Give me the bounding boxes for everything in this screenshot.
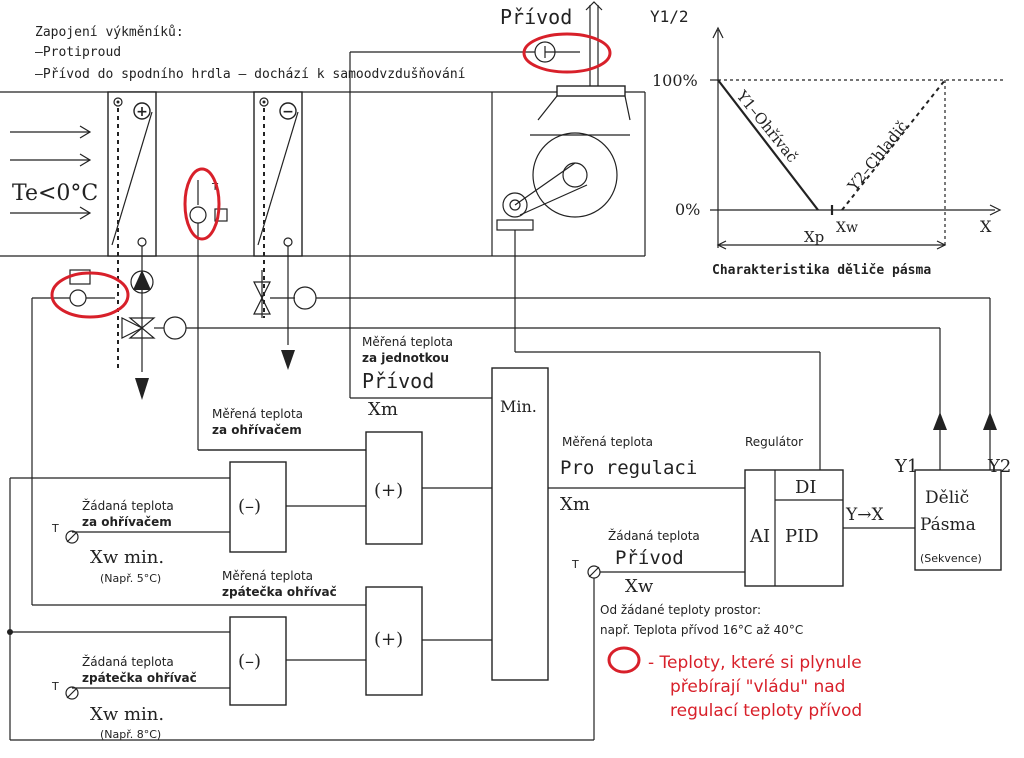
divider-y1: Y1 (894, 456, 918, 477)
supply-exhaust-arrow (585, 1, 603, 86)
min-block (491, 367, 549, 681)
header-line-2: –Přívod do spodního hrdla – dochází k sa… (35, 67, 465, 82)
label-xw-supply: Xw (625, 576, 654, 597)
chart-series-y1-label: Y1–Ohřívač (732, 86, 801, 165)
supply-duct-label: Přívod (500, 5, 572, 29)
chart-y-axis-label: Y1/2 (650, 7, 689, 26)
divider-output-lines (933, 298, 997, 470)
label-xm-lower: Xm (560, 494, 590, 515)
svg-text:T: T (211, 182, 219, 193)
cooler-coil: − (253, 91, 303, 318)
setpoint-knob-heater (65, 530, 79, 544)
series-y2-cooler (841, 79, 946, 211)
divider-characteristic-chart (710, 26, 1005, 250)
red-highlight-supply-sensor (522, 32, 612, 74)
label-measured-after-heater-2: za ohřívačem (212, 423, 302, 437)
divider-line-3: (Sekvence) (920, 552, 982, 565)
supply-temp-sensor (349, 41, 580, 399)
regulator-label: Regulátor (745, 435, 803, 449)
note-line-2: např. Teplota přívod 16°C až 40°C (600, 623, 803, 637)
divider-line-2: Pásma (920, 515, 976, 535)
red-highlight-return-sensor (50, 271, 130, 319)
label-xw-min-1: Xw min. (90, 547, 164, 568)
label-measured-after-unit-1: Měřená teplota (362, 335, 453, 349)
regulator-pid: PID (785, 526, 819, 547)
label-example-2: (Např. 8°C) (100, 728, 161, 741)
signal-y-x: Y→X (845, 505, 884, 525)
minus-block-lower-label: (–) (238, 651, 261, 672)
chart-tick-0: 0% (675, 200, 700, 219)
label-measured-return-1: Měřená teplota (222, 569, 313, 583)
header-title: Zapojení výkměníků: (35, 25, 184, 40)
svg-text:+: + (136, 104, 148, 120)
chart-xw-label: Xw (836, 220, 858, 236)
label-example-1: (Např. 5°C) (100, 572, 161, 585)
label-setpoint-heater-2: za ohřívačem (82, 515, 172, 529)
label-supply-text: Přívod (362, 369, 434, 393)
t-marker-1: T (51, 522, 59, 535)
legend-line-2: přebírají "vládu" nad (670, 677, 845, 697)
label-measured-after-unit-2: za jednotkou (362, 351, 449, 365)
chart-series-y2-label: Y2–Chladič (843, 117, 911, 195)
regulator-ai: AI (749, 526, 770, 547)
label-setpoint-return-1: Žádaná teplota (82, 654, 174, 669)
plus-block-lower-label: (+) (374, 629, 403, 650)
t-marker-3: T (571, 558, 579, 571)
minus-block-lower (229, 616, 287, 706)
plus-block-upper-label: (+) (374, 480, 403, 501)
label-xm-upper: Xm (368, 399, 398, 420)
label-setpoint-return-2: zpátečka ohřívač (82, 671, 197, 685)
setpoint-knob-return (65, 686, 79, 700)
legend-red-circle (607, 646, 641, 674)
chart-xp-label: Xp (804, 228, 824, 246)
label-setpoint-supply-1: Žádaná teplota (608, 528, 700, 543)
wires-upper-group (9, 449, 492, 740)
label-setpoint-heater-1: Žádaná teplota (82, 498, 174, 513)
chart-tick-100: 100% (652, 71, 698, 90)
label-xw-min-2: Xw min. (90, 704, 164, 725)
label-measured-after-heater-1: Měřená teplota (212, 407, 303, 421)
minus-block-upper-label: (–) (238, 496, 261, 517)
divider-y2: Y2 (987, 456, 1011, 477)
heater-valve-assembly (121, 246, 940, 400)
t-marker-2: T (51, 680, 59, 693)
label-setpoint-supply-2: Přívod (615, 547, 684, 569)
label-measured-reg-1: Měřená teplota (562, 435, 653, 449)
divider-line-1: Dělič (925, 488, 969, 508)
label-measured-return-2: zpátečka ohřívač (222, 585, 337, 599)
supply-fan (496, 85, 631, 231)
heater-coil: + (107, 91, 157, 370)
note-line-1: Od žádané teploty prostor: (600, 603, 761, 617)
chart-x-axis-label: X (980, 217, 992, 236)
wires-lower-group (7, 629, 594, 741)
return-temp-sensor (31, 269, 366, 606)
band-divider-block (914, 469, 1002, 571)
series-y1-heater (717, 79, 819, 211)
plus-block-lower (365, 586, 423, 696)
legend-line-1: - Teploty, které si plynule (648, 653, 862, 673)
svg-text:−: − (282, 104, 294, 120)
outside-temp-label: Te<0°C (12, 181, 98, 206)
label-measured-reg-2: Pro regulaci (560, 457, 697, 479)
cooler-valve-assembly (253, 246, 990, 370)
legend-line-3: regulací teploty přívod (670, 701, 862, 721)
fan-to-regulator-wire (514, 230, 821, 470)
red-highlight-heater-sensor (183, 167, 221, 241)
minus-block-upper (229, 461, 287, 553)
regulator-di: DI (795, 477, 817, 498)
regulator-block (744, 469, 844, 587)
min-block-label: Min. (500, 397, 537, 416)
chart-title: Charakteristika děliče pásma (712, 263, 931, 278)
airflow-arrows (10, 125, 92, 220)
air-duct (0, 91, 646, 257)
plus-block-upper (365, 431, 423, 545)
header-line-1: –Protiproud (35, 45, 121, 60)
